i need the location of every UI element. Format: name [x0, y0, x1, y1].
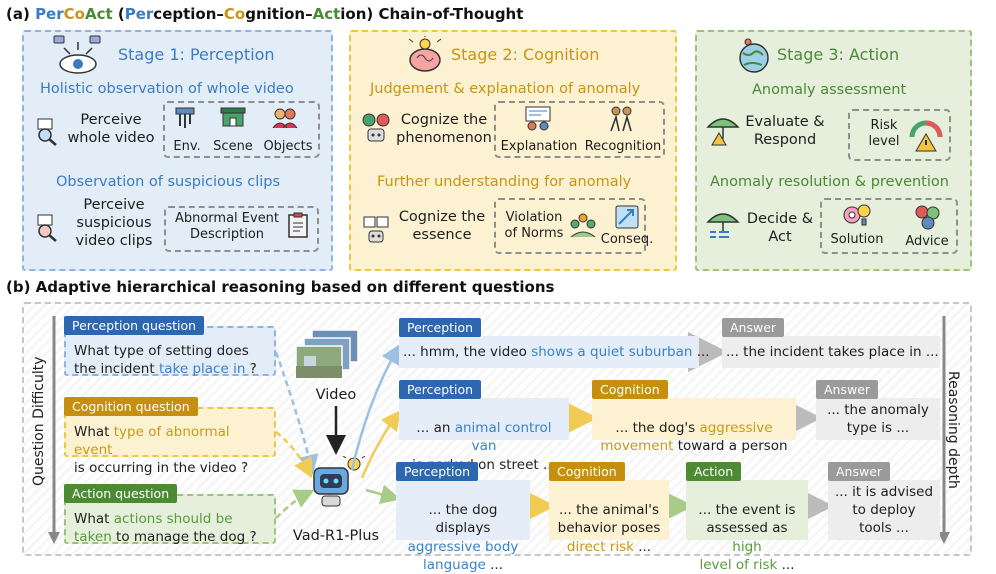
row3-answer-box: ... it is advised to deploy tools ... — [828, 480, 940, 540]
left-axis-label: Question Difficulty — [31, 356, 47, 486]
stage1-task2: Perceive suspicious video clips — [75, 197, 153, 250]
explanation-icon — [525, 106, 551, 131]
item-consequence: Conseq. — [600, 232, 654, 247]
consequence-icon — [615, 205, 639, 229]
row2-perception-tag: Perception — [399, 380, 482, 399]
question-difficulty-axis — [48, 316, 60, 544]
row3-perception-box: ... the dog displays aggressive body lan… — [396, 480, 530, 573]
globe-person-icon — [739, 38, 769, 73]
row1-perception-box: ... hmm, the video shows a quiet suburba… — [399, 336, 710, 368]
row3-action-box: ... the event is assessed as high level … — [686, 480, 808, 573]
item-risk-level: Risk level — [868, 118, 900, 149]
video-label: Video — [315, 387, 357, 403]
section-b-title: (b) Adaptive hierarchical reasoning base… — [6, 278, 555, 296]
suspicious-clip-icon — [37, 214, 57, 242]
row2-perception-box: ... an animal control van is parked on s… — [399, 398, 569, 473]
risk-gauge-icon — [909, 120, 943, 152]
stage1-item2-box — [164, 206, 319, 252]
row1-perception-tag: Perception — [399, 318, 482, 337]
row1-answer-box: ... the incident takes place in ... — [722, 336, 940, 368]
row1-answer-tag: Answer — [722, 318, 785, 337]
stage1-title: Stage 1: Perception — [118, 45, 275, 64]
stage3-task1: Evaluate & Respond — [745, 114, 825, 149]
stage2-task2: Cognize the essence — [398, 209, 486, 244]
vad-robot-icon — [313, 456, 366, 507]
stage3-sub2: Anomaly resolution & prevention — [710, 174, 949, 190]
umbrella-warning-icon — [706, 118, 740, 146]
perception-eye-icon — [53, 35, 101, 74]
stage3-items2-box — [820, 198, 958, 254]
item-advice: Advice — [905, 234, 949, 249]
row2-answer-tag: Answer — [816, 380, 879, 399]
item-abnormal-event: Abnormal Event Description — [174, 211, 280, 242]
video-frames-icon — [296, 329, 359, 379]
section-a-title: (a) PerCoAct (Perception–Cognition–Actio… — [6, 5, 524, 23]
row2-cognition-box: ... the dog's aggressive movement toward… — [592, 398, 796, 473]
stage1-items1-box — [163, 101, 320, 158]
magnifier-icon — [37, 118, 57, 146]
action-question-tag: Action question — [64, 484, 178, 503]
stage1-task1: Perceive whole video — [67, 112, 155, 147]
stage2-sub1: Judgement & explanation of anomaly — [370, 81, 641, 97]
cognition-question-tag: Cognition question — [64, 397, 198, 416]
row3-cognition-tag: Cognition — [549, 462, 625, 481]
stage2-items1-box — [494, 101, 665, 158]
row3-perception-tag: Perception — [396, 462, 479, 481]
right-axis-label: Reasoning depth — [945, 371, 961, 489]
item-violation: Violation of Norms — [504, 210, 564, 241]
item-objects: Objects — [263, 139, 313, 154]
stage1-sub2: Observation of suspicious clips — [56, 174, 281, 190]
reasoning-depth-axis — [938, 316, 950, 544]
model-label: Vad-R1-Plus — [292, 528, 380, 544]
robot-chat-icon — [362, 113, 390, 142]
stage2-panel — [349, 30, 677, 271]
row3-answer-tag: Answer — [828, 462, 891, 481]
stage3-title: Stage 3: Action — [777, 45, 900, 64]
item-recognition: Recognition — [584, 139, 662, 154]
item-explanation: Explanation — [500, 139, 578, 154]
umbrella-list-icon — [706, 213, 740, 238]
objects-icon — [272, 108, 298, 129]
environment-icon — [175, 107, 195, 128]
stage2-sub2: Further understanding for anomaly — [377, 174, 632, 190]
stage2-title: Stage 2: Cognition — [451, 45, 600, 64]
scene-icon — [220, 107, 246, 127]
item-scene: Scene — [213, 139, 253, 154]
item-solution: Solution — [830, 232, 884, 247]
stage2-items2-box — [494, 198, 646, 254]
row3-cognition-box: ... the animal's behavior poses direct r… — [549, 480, 669, 555]
item-env: Env. — [173, 139, 201, 154]
stage3-sub1: Anomaly assessment — [752, 82, 907, 98]
brain-bulb-icon — [408, 36, 442, 72]
row2-cognition-tag: Cognition — [592, 380, 668, 399]
solution-icon — [843, 204, 871, 226]
recognition-icon — [610, 106, 632, 132]
book-robot-icon — [363, 216, 389, 243]
advice-icon — [915, 205, 940, 230]
perception-question-tag: Perception question — [64, 316, 205, 335]
stage1-sub1: Holistic observation of whole video — [40, 81, 294, 97]
clipboard-icon — [288, 212, 308, 238]
stage3-item1-box — [848, 109, 951, 161]
row3-action-tag: Action — [686, 462, 742, 481]
norms-people-icon — [570, 213, 596, 238]
stage3-task2: Decide & Act — [746, 211, 814, 246]
stage2-task1: Cognize the phenomenon — [396, 112, 492, 147]
row2-answer-box: ... the anomaly type is ... — [816, 398, 940, 440]
